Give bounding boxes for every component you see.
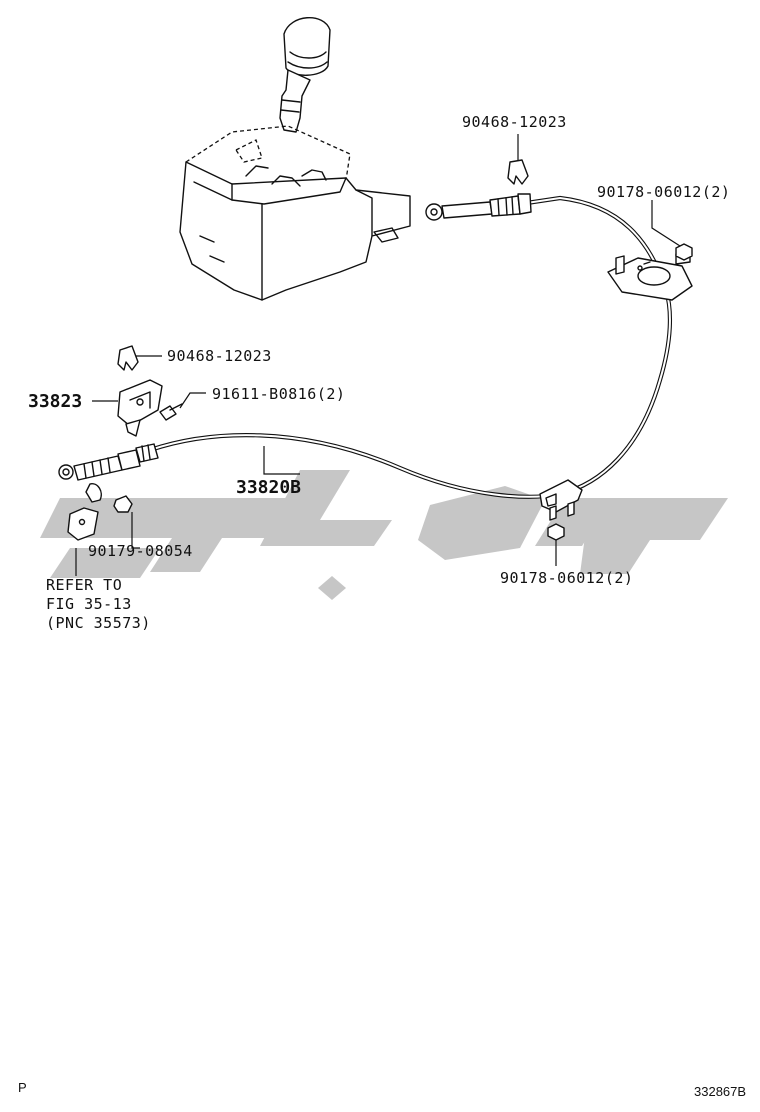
bracket-clamp-lower	[67, 483, 102, 541]
clip-upper	[507, 159, 529, 185]
refer-note-line2: FIG 35-13	[46, 595, 132, 613]
callout-bolt: 91611-B0816(2)	[212, 385, 345, 403]
bolt	[159, 403, 183, 421]
bracket-plate-upper	[607, 251, 693, 301]
callout-bracket: 33823	[28, 391, 82, 412]
footer-left-mark: P	[18, 1080, 27, 1095]
bracket-mount-lower	[539, 479, 583, 521]
footer-figure-id: 332867B	[694, 1084, 746, 1099]
callout-nut-small: 90179-08054	[88, 542, 193, 560]
nut-small	[113, 495, 133, 513]
watermark-logo	[40, 470, 728, 600]
callout-nut-top: 90178-06012(2)	[597, 183, 730, 201]
callout-clip-left: 90468-12023	[167, 347, 272, 365]
callout-clip-top: 90468-12023	[462, 113, 567, 131]
refer-note-line1: REFER TO	[46, 576, 122, 594]
bracket-33823	[117, 379, 163, 437]
cable-end-upper	[425, 193, 532, 221]
cable-end-lower	[58, 443, 159, 481]
callout-nut-bottom: 90178-06012(2)	[500, 569, 633, 587]
leader-lines	[75, 134, 681, 576]
nut-upper	[675, 243, 693, 261]
nut-lower	[547, 523, 565, 541]
clip-left	[117, 345, 139, 371]
callout-cable: 33820B	[236, 477, 301, 498]
shift-lever-assembly	[179, 16, 411, 301]
refer-note-line3: (PNC 35573)	[46, 614, 151, 632]
